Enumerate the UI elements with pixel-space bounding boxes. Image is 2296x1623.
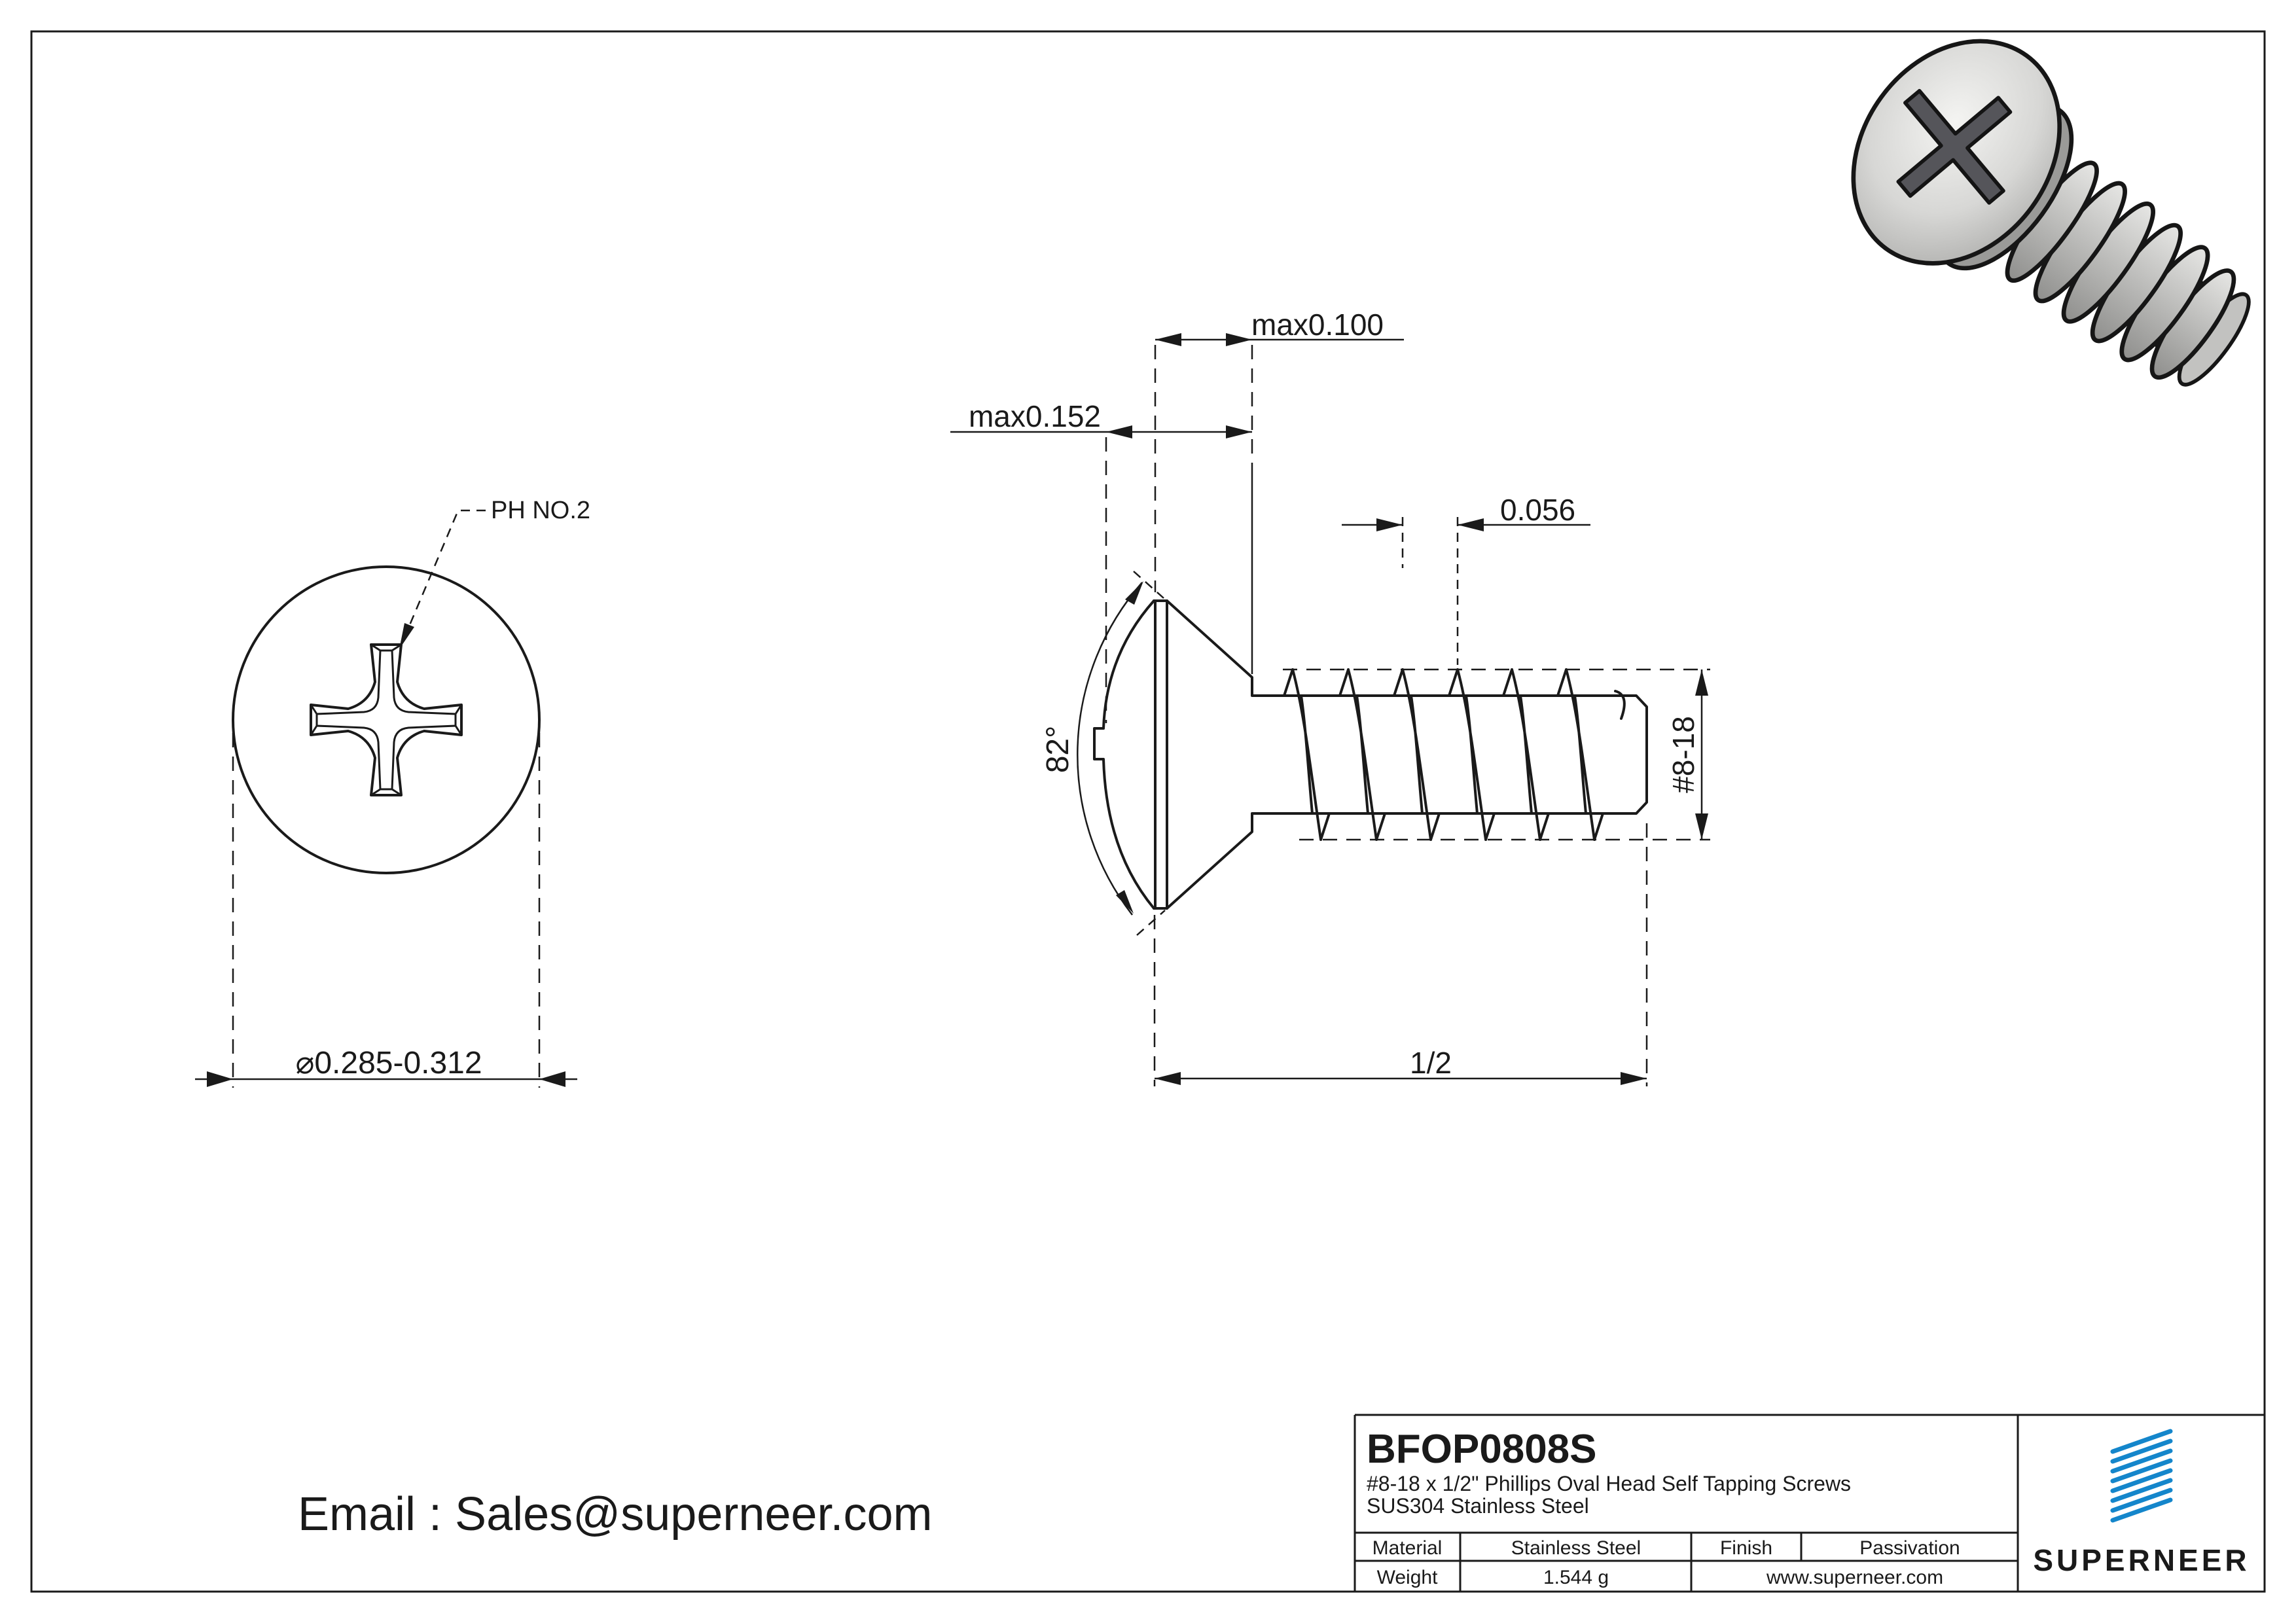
page-frame	[30, 30, 2266, 1593]
dim-thread-size: #8-18	[1666, 669, 1708, 840]
head-diameter-text: ⌀0.285-0.312	[295, 1046, 482, 1080]
title-block: BFOP0808S #8-18 x 1/2" Phillips Oval Hea…	[1354, 1414, 2265, 1592]
dim-pitch: 0.056	[1342, 493, 1590, 665]
brand-name: SUPERNEER	[2033, 1543, 2250, 1577]
dim-length: 1/2	[1153, 823, 1648, 1086]
ph-no2-label: PH NO.2	[491, 497, 590, 524]
description-line1: #8-18 x 1/2" Phillips Oval Head Self Tap…	[1367, 1472, 1851, 1495]
weight-label: Weight	[1377, 1567, 1438, 1588]
side-view: 82° max0.100 max0.152	[950, 308, 1710, 1086]
email-text: Email : Sales@superneer.com	[298, 1488, 933, 1541]
finish-value: Passivation	[1859, 1537, 1960, 1559]
threads	[1283, 668, 1604, 841]
pitch-text: 0.056	[1500, 493, 1575, 527]
3d-screw-render	[1851, 39, 2251, 387]
dim-max-0100: max0.100	[1154, 308, 1404, 674]
phillips-cross-3d-icon	[1896, 88, 2013, 205]
dim-drive-label: PH NO.2	[399, 497, 590, 649]
material-label: Material	[1372, 1537, 1443, 1559]
description-line2: SUS304 Stainless Steel	[1367, 1494, 1589, 1518]
dim-head-diameter: ⌀0.285-0.312	[195, 733, 577, 1088]
max-0100-text: max0.100	[1251, 308, 1384, 342]
weight-value: 1.544 g	[1543, 1567, 1609, 1588]
finish-label: Finish	[1720, 1537, 1772, 1559]
shank-outline	[1166, 599, 1648, 910]
website-url: www.superneer.com	[1766, 1567, 1943, 1588]
head-angle-text: 82°	[1041, 726, 1075, 774]
logo-stripes-icon	[2110, 1429, 2173, 1523]
brand-logo: SUPERNEER	[2033, 1429, 2250, 1577]
head-flat-edge	[1153, 599, 1168, 910]
part-number: BFOP0808S	[1367, 1427, 1597, 1472]
dim-head-angle: 82°	[1041, 571, 1166, 936]
max-0152-text: max0.152	[969, 399, 1101, 433]
phillips-cross-icon	[310, 643, 463, 796]
length-text: 1/2	[1410, 1046, 1452, 1080]
dim-max-0152: max0.152	[950, 399, 1252, 723]
thread-size-text: #8-18	[1666, 716, 1700, 793]
head-circle	[232, 565, 541, 874]
head-dome-profile	[1093, 599, 1155, 910]
material-value: Stainless Steel	[1511, 1537, 1641, 1559]
thread-runout	[1614, 690, 1626, 720]
front-view: PH NO.2 ⌀0.285-0.312	[195, 497, 590, 1088]
